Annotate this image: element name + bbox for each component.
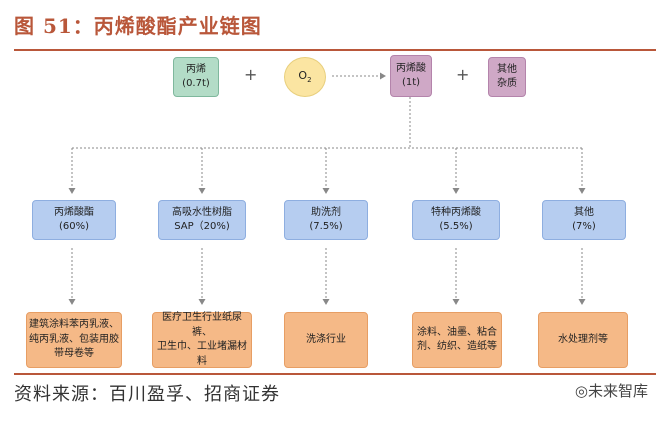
figure-title: 图 51：丙烯酸酯产业链图: [14, 14, 262, 38]
product-share: (60%): [58, 221, 90, 232]
application-box: 建筑涂料苯丙乳液、 纯丙乳液、包装用胶 带母卷等: [26, 312, 122, 368]
acrylic-acid-qty: (1t): [401, 77, 421, 88]
product-share: (7%): [572, 221, 596, 232]
propylene-box: 丙烯 (0.7t): [173, 57, 219, 97]
application-box: 水处理剂等: [538, 312, 628, 368]
acrylic-acid-name: 丙烯酸: [396, 62, 426, 74]
propylene-name: 丙烯: [186, 63, 206, 75]
title-divider: [14, 49, 656, 51]
product-share: (5.5%): [439, 221, 473, 232]
other-impurities-line1: 其他: [497, 63, 517, 75]
application-box: 涂料、油墨、粘合 剂、纺织、造纸等: [412, 312, 502, 368]
source-note: 资料来源：百川盈孚、招商证券: [14, 384, 280, 405]
oxygen-circle: O2: [284, 57, 326, 97]
product-name: 高吸水性树脂: [172, 206, 232, 218]
application-line: 卫生巾、工业堵漏材料: [157, 341, 247, 367]
application-line: 水处理剂等: [558, 333, 608, 345]
other-impurities-box: 其他 杂质: [488, 57, 526, 97]
application-line: 医疗卫生行业纸尿裤、: [162, 312, 242, 338]
footer-divider: [14, 373, 656, 375]
application-line: 洗涤行业: [306, 333, 346, 345]
plus-sign-2: +: [456, 65, 470, 84]
product-name: 特种丙烯酸: [431, 206, 481, 218]
product-name: 其他: [574, 206, 594, 218]
watermark: ◎未来智库: [574, 382, 648, 400]
propylene-qty: (0.7t): [182, 78, 210, 89]
product-box: 助洗剂 (7.5%): [284, 200, 368, 240]
application-box: 洗涤行业: [284, 312, 368, 368]
application-line: 剂、纺织、造纸等: [417, 341, 497, 352]
product-box: 丙烯酸酯 (60%): [32, 200, 116, 240]
application-box: 医疗卫生行业纸尿裤、 卫生巾、工业堵漏材料: [152, 312, 252, 368]
plus-sign-1: +: [244, 65, 258, 84]
other-impurities-line2: 杂质: [497, 78, 517, 89]
application-line: 带母卷等: [54, 348, 94, 360]
oxygen-symbol: O: [298, 69, 308, 83]
application-line: 纯丙乳液、包装用胶: [29, 333, 119, 345]
product-box: 其他 (7%): [542, 200, 626, 240]
acrylic-acid-box: 丙烯酸 (1t): [390, 55, 432, 97]
product-box: 特种丙烯酸 (5.5%): [412, 200, 500, 240]
product-share: (7.5%): [309, 221, 343, 232]
application-line: 建筑涂料苯丙乳液、: [29, 319, 119, 331]
product-name: 丙烯酸酯: [54, 206, 94, 218]
oxygen-subscript: 2: [307, 76, 312, 85]
product-name: 助洗剂: [311, 206, 341, 218]
product-box: 高吸水性树脂 SAP（20%): [158, 200, 246, 240]
application-line: 涂料、油墨、粘合: [417, 326, 497, 338]
product-share: SAP（20%): [174, 221, 230, 232]
